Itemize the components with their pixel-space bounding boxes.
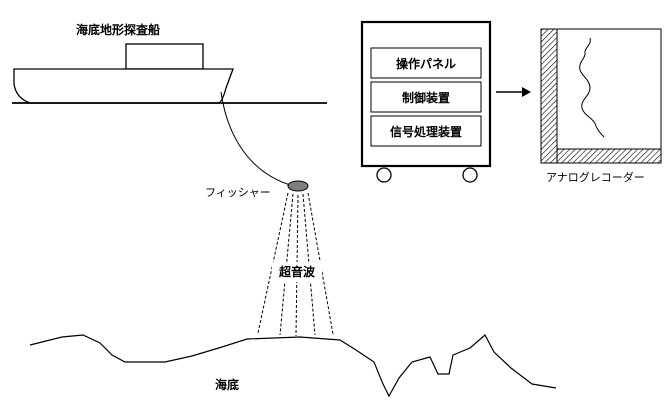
seabed-profile [29, 334, 557, 398]
recorder-hatch-bottom [556, 148, 662, 164]
recorder-label: アナログレコーダー [546, 170, 645, 184]
fisher-group: フィッシャー [205, 180, 309, 199]
recorder-trace [579, 37, 605, 138]
sonic-label: 超音波 [278, 264, 316, 279]
arrow-head [522, 87, 531, 97]
survey-ship: 海底地形探査船 [12, 22, 327, 104]
wheel-left [376, 167, 392, 183]
panel-box [370, 47, 482, 79]
control-label: 制御装置 [402, 90, 450, 105]
ship-hull [13, 68, 234, 104]
tow-cable [220, 91, 291, 186]
signal-label: 信号処理装置 [390, 124, 462, 139]
fisher-label: フィッシャー [205, 186, 271, 199]
sonic-label-bg [272, 262, 322, 282]
control-unit: 操作パネル 制御装置 信号処理装置 [360, 20, 492, 183]
control-box [370, 81, 482, 113]
panel-label: 操作パネル [396, 56, 456, 71]
fisher-device [287, 180, 309, 192]
ship-cabin [125, 43, 204, 70]
recorder-frame [540, 28, 662, 164]
recorder-hatch-left [540, 28, 558, 164]
signal-box [370, 115, 482, 147]
output-arrow [496, 87, 531, 97]
wheel-right [462, 167, 478, 183]
ship-label: 海底地形探査船 [76, 22, 160, 37]
seabed-label: 海底 [215, 377, 239, 392]
analog-recorder: アナログレコーダー [540, 28, 662, 184]
